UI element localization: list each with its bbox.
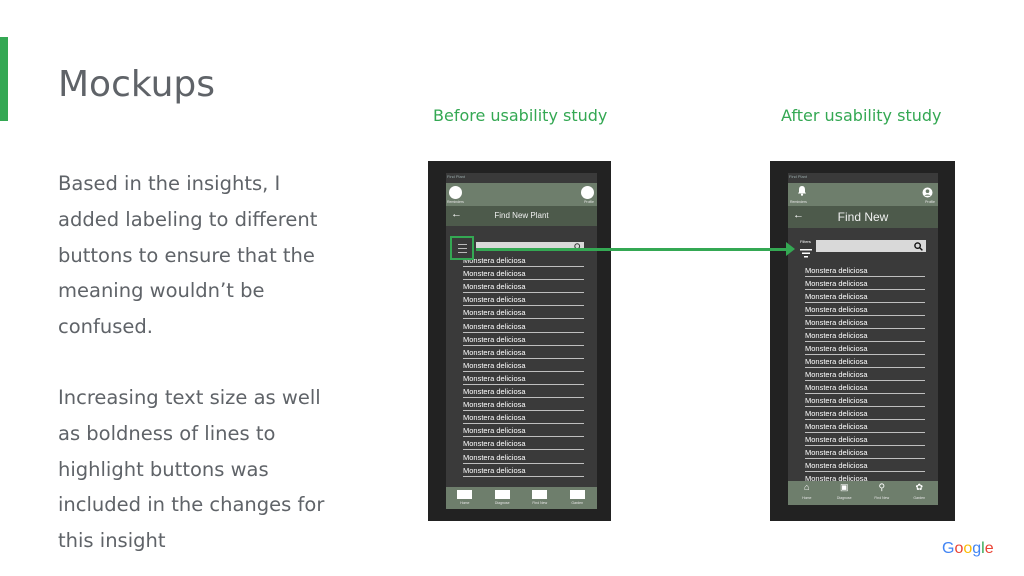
mockup-after: Find Plant Reminders Profile ← Find New …	[770, 161, 955, 521]
nav-button[interactable]	[494, 490, 510, 499]
back-arrow-icon[interactable]: ←	[451, 208, 462, 220]
top-bar: Reminders Profile	[788, 183, 938, 206]
profile-label: Profile	[584, 200, 594, 204]
list-item[interactable]: Monstera deliciosa	[463, 386, 584, 399]
list-item[interactable]: Monstera deliciosa	[463, 294, 584, 307]
nav-label: Home	[802, 496, 812, 500]
search-icon	[914, 242, 923, 251]
slide-title: Mockups	[58, 64, 216, 105]
nav-label: Home	[460, 501, 470, 505]
nav-button[interactable]	[569, 490, 585, 499]
list-item[interactable]: Monstera deliciosa	[463, 465, 584, 477]
profile-label: Profile	[925, 200, 935, 204]
list-item[interactable]: Monstera deliciosa	[805, 343, 925, 355]
reminders-label: Reminders	[790, 200, 807, 204]
mockup-before: Find Plant Reminders Profile ← Find New …	[428, 161, 611, 521]
profile-button[interactable]	[581, 186, 594, 199]
filter-label: Filters	[800, 239, 811, 244]
back-arrow-icon[interactable]: ←	[793, 209, 804, 221]
header: ← Find New	[788, 206, 938, 228]
list-item[interactable]: Monstera deliciosa	[805, 434, 925, 446]
profile-icon[interactable]	[922, 185, 933, 203]
home-icon[interactable]: ⌂	[804, 482, 810, 492]
search-input[interactable]	[816, 240, 926, 252]
list-item[interactable]: Monstera deliciosa	[463, 373, 584, 385]
list-item[interactable]: Monstera deliciosa	[463, 268, 584, 281]
list-item[interactable]: Monstera deliciosa	[463, 334, 584, 346]
nav-label: Find New	[874, 496, 890, 500]
list-item[interactable]: Monstera deliciosa	[463, 399, 584, 412]
list-item[interactable]: Monstera deliciosa	[463, 307, 584, 320]
list-item[interactable]: Monstera deliciosa	[805, 330, 925, 342]
nav-label: Diagnose	[494, 501, 510, 505]
list-item[interactable]: Monstera deliciosa	[805, 265, 925, 277]
header: ← Find New Plant	[446, 206, 597, 226]
top-bar: Reminders Profile	[446, 183, 597, 206]
mockup-after-screen: Find Plant Reminders Profile ← Find New …	[788, 173, 938, 505]
list-item[interactable]: Monstera deliciosa	[805, 304, 925, 316]
google-logo: Google	[942, 540, 994, 557]
list-item[interactable]: Monstera deliciosa	[805, 278, 925, 290]
list-item[interactable]: Monstera deliciosa	[805, 382, 925, 394]
nav-label: Diagnose	[836, 496, 852, 500]
reminders-button[interactable]	[449, 186, 462, 199]
list-item[interactable]: Monstera deliciosa	[463, 412, 584, 425]
comparison-arrow-head	[786, 242, 795, 256]
nav-label: Garden	[571, 501, 584, 505]
reminders-label: Reminders	[447, 200, 464, 204]
list-item[interactable]: Monstera deliciosa	[463, 347, 584, 359]
plant-icon[interactable]: ✿	[915, 482, 924, 492]
caption-after: After usability study	[781, 106, 942, 125]
bell-icon[interactable]	[797, 185, 807, 199]
list-item[interactable]: Monstera deliciosa	[805, 395, 925, 407]
nav-button[interactable]	[457, 490, 473, 499]
list-item[interactable]: Monstera deliciosa	[463, 321, 584, 333]
bottom-nav: Home Diagnose Find New Garden	[446, 487, 597, 509]
mockup-before-screen: Find Plant Reminders Profile ← Find New …	[446, 173, 597, 509]
list-item[interactable]: Monstera deliciosa	[463, 438, 584, 451]
insight-paragraph-1: Based in the insights, I added labeling …	[58, 172, 318, 339]
list-item[interactable]: Monstera deliciosa	[805, 291, 925, 303]
list-item[interactable]: Monstera deliciosa	[463, 255, 584, 268]
list-item[interactable]: Monstera deliciosa	[805, 356, 925, 368]
app-label: Find Plant	[447, 174, 466, 179]
list-item[interactable]: Monstera deliciosa	[463, 452, 584, 464]
filter-icon[interactable]	[800, 245, 812, 263]
list-item[interactable]: Monstera deliciosa	[805, 369, 925, 381]
search-icon[interactable]: ⚲	[878, 482, 886, 492]
list-item[interactable]: Monstera deliciosa	[805, 447, 925, 459]
bottom-nav: ⌂ Home ▣ Diagnose ⚲ Find New ✿ Garden	[788, 481, 938, 505]
list-item[interactable]: Monstera deliciosa	[463, 281, 584, 294]
nav-button[interactable]	[532, 490, 548, 499]
add-photo-icon[interactable]: ▣	[839, 482, 849, 492]
insight-paragraph-2: Increasing text size as well as boldness…	[58, 386, 325, 553]
header-title: Find New Plant	[494, 211, 549, 220]
caption-before: Before usability study	[433, 106, 608, 125]
comparison-arrow	[476, 248, 788, 251]
list-item[interactable]: Monstera deliciosa	[805, 421, 925, 433]
list-item[interactable]: Monstera deliciosa	[805, 317, 925, 329]
app-label: Find Plant	[789, 174, 808, 179]
header-title: Find New	[837, 210, 889, 224]
filter-button-highlight[interactable]	[450, 236, 474, 260]
list-item[interactable]: Monstera deliciosa	[463, 360, 584, 372]
nav-label: Garden	[913, 496, 926, 500]
list-item[interactable]: Monstera deliciosa	[463, 425, 584, 438]
accent-bar	[0, 37, 8, 121]
list-item[interactable]: Monstera deliciosa	[805, 460, 925, 472]
list-item[interactable]: Monstera deliciosa	[805, 408, 925, 420]
nav-label: Find New	[532, 501, 548, 505]
